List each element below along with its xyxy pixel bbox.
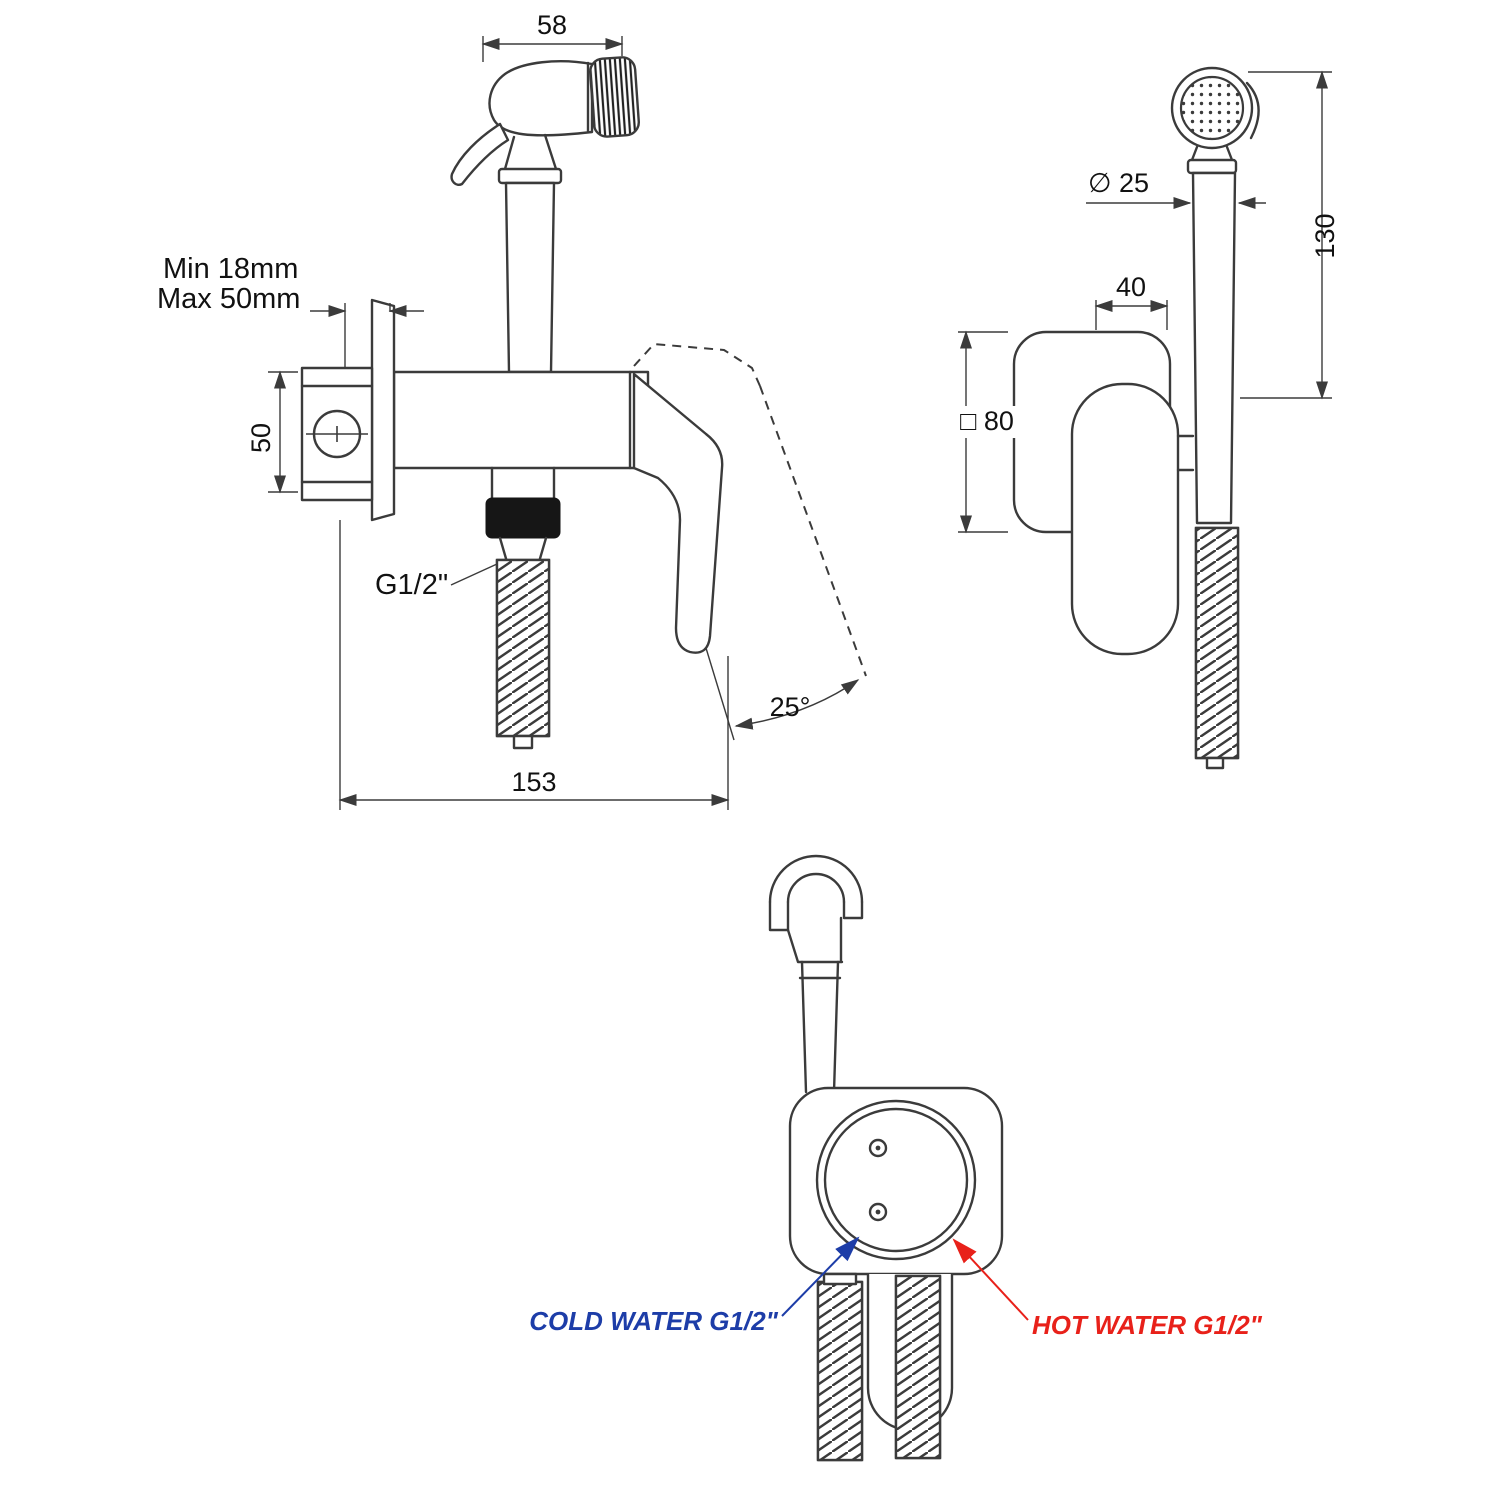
dim-height-label: 130 <box>1310 213 1340 258</box>
sprayer-head-front <box>450 56 640 374</box>
mount-ring-inner <box>823 1107 969 1253</box>
dim-valve-height: 50 <box>246 370 298 494</box>
note-min-label: Min 18mm <box>163 253 298 285</box>
hoses-back <box>816 1272 954 1462</box>
note-max-label: Max 50mm <box>157 283 300 315</box>
spray-face <box>1179 75 1245 141</box>
side-view: ∅ 25 130 40 □ 80 <box>952 66 1340 770</box>
dim-wall-thickness: Min 18mm Max 50mm <box>157 253 424 368</box>
hot-leader-line <box>952 1238 1029 1321</box>
front-view: 58 Min 18mm Max 50mm 50 <box>157 10 867 810</box>
dim-lever-angle: 25° <box>705 647 860 741</box>
dim-total-width-label: 153 <box>511 767 556 797</box>
cold-water-callout: COLD WATER G1/2" <box>529 1236 860 1336</box>
mount-ring-outer <box>815 1099 977 1261</box>
dim-head-width-label: 58 <box>537 10 567 40</box>
mixer-lever <box>632 372 724 654</box>
back-view: COLD WATER G1/2" HOT WATER G1/2" <box>529 854 1263 1462</box>
sprayer-handle-back <box>800 960 840 1094</box>
dim-head-width: 58 <box>481 10 624 62</box>
sprayer-hook-back <box>768 854 864 1094</box>
hot-inlet-hole <box>868 1202 888 1222</box>
sprayer-handle-side <box>1191 171 1237 525</box>
coil-hose-right <box>894 1274 942 1460</box>
trigger-lever <box>450 122 510 186</box>
hot-water-label: HOT WATER G1/2" <box>1032 1310 1263 1340</box>
wall-flange <box>370 298 396 522</box>
thread-callout: G1/2" <box>375 563 498 601</box>
cold-inlet-hole <box>868 1138 888 1158</box>
dim-lever-angle-label: 25° <box>770 692 811 722</box>
hot-water-callout: HOT WATER G1/2" <box>952 1238 1263 1340</box>
valve-body <box>392 370 650 470</box>
nozzle-face <box>589 56 640 138</box>
cold-water-label: COLD WATER G1/2" <box>529 1306 778 1336</box>
coil-hose-front <box>495 558 551 738</box>
wall-connector <box>300 366 374 502</box>
thread-label: G1/2" <box>375 569 448 601</box>
coil-hose-left <box>816 1280 864 1462</box>
dim-depth: 40 <box>1094 272 1169 330</box>
dim-height: 130 <box>1240 70 1340 400</box>
sprayer-handle-front <box>504 181 556 374</box>
dim-total-width: 153 <box>338 520 730 810</box>
hose-side <box>1194 526 1240 770</box>
dim-diameter: ∅ 25 <box>1086 168 1266 210</box>
hose-front <box>485 497 561 750</box>
sprayer-head-side <box>1170 66 1260 150</box>
dim-plate-label: □ 80 <box>960 406 1014 436</box>
cold-leader-line <box>781 1236 860 1317</box>
mixer-lever-raised <box>633 343 867 677</box>
holder-cup <box>1070 382 1180 656</box>
hose-grip <box>485 497 561 539</box>
dim-plate: □ 80 <box>952 330 1022 534</box>
coil-hose-side <box>1194 526 1240 760</box>
dim-valve-height-label: 50 <box>246 423 276 453</box>
dim-diameter-label: ∅ 25 <box>1088 168 1149 198</box>
dim-depth-label: 40 <box>1116 272 1146 302</box>
